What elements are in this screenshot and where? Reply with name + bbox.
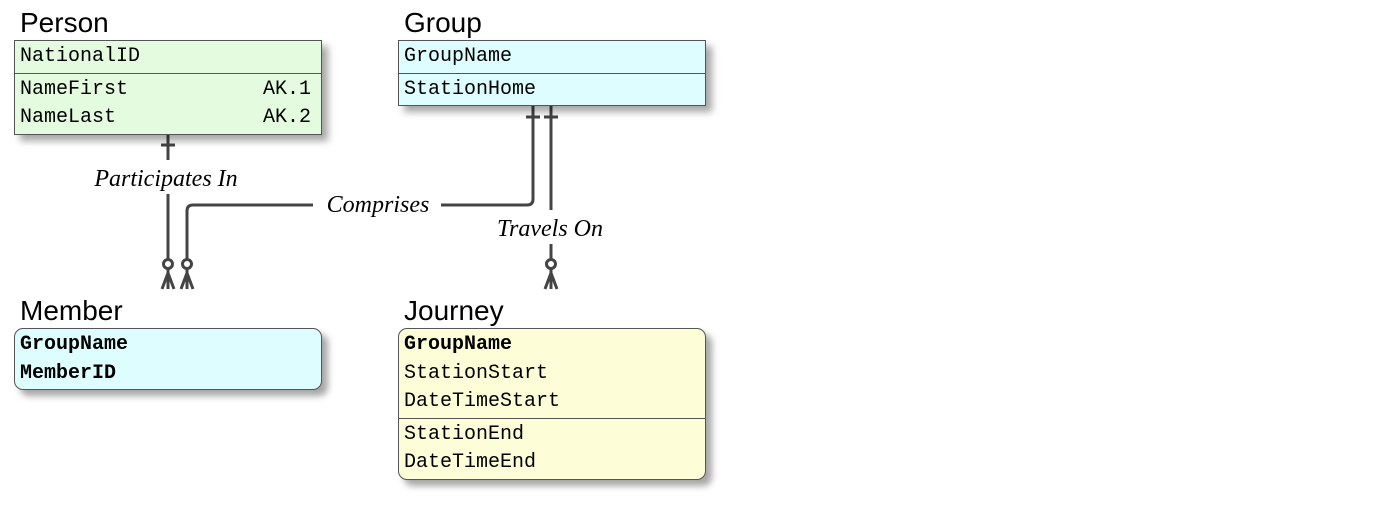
- member-entity[interactable]: GroupName MemberID: [14, 328, 322, 390]
- journey-attr-stationstart: StationStart: [404, 361, 549, 385]
- person-attribute-section: NameFirst AK.1 NameLast AK.2: [15, 72, 321, 134]
- journey-entity[interactable]: GroupName StationStart DateTimeStart Sta…: [398, 328, 706, 480]
- group-entity[interactable]: GroupName StationHome: [398, 40, 706, 106]
- group-entity-title: Group: [404, 7, 482, 38]
- comprises-zero-circle: [181, 258, 193, 270]
- member-key-section: GroupName MemberID: [15, 329, 321, 389]
- journey-attr-datetimeend: DateTimeEnd: [404, 451, 537, 474]
- journey-entity-title: Journey: [404, 295, 504, 326]
- comprises-line-left: [185, 203, 313, 260]
- journey-attr-stationend: StationEnd: [404, 422, 525, 446]
- group-key-section: GroupName: [399, 41, 705, 73]
- person-attr-namelast: NameLast AK.2: [15, 104, 321, 133]
- comprises-crowfoot: [179, 268, 195, 290]
- person-attr-namefirst: NameFirst AK.1: [15, 76, 321, 105]
- participates-in-crowfoot: [160, 268, 176, 290]
- travels-on-label: Travels On: [497, 216, 603, 242]
- person-entity[interactable]: NationalID NameFirst AK.1 NameLast AK.2: [14, 40, 322, 135]
- person-key-section: NationalID: [15, 41, 321, 73]
- member-attr-memberid: MemberID: [20, 361, 117, 385]
- comprises-line-right: [441, 99, 535, 207]
- journey-attribute-section: StationEnd DateTimeEnd: [399, 417, 705, 479]
- person-entity-title: Person: [20, 7, 109, 38]
- travels-on-crowfoot: [543, 268, 559, 290]
- member-entity-title: Member: [20, 295, 123, 326]
- travels-on-zero-circle: [545, 258, 557, 270]
- journey-key-section: GroupName StationStart DateTimeStart: [399, 329, 705, 418]
- participates-in-label: Participates In: [93, 166, 237, 192]
- participates-in-zero-circle: [162, 258, 174, 270]
- journey-attr-groupname: GroupName: [404, 333, 513, 356]
- group-attr-stationhome: StationHome: [404, 77, 537, 101]
- alternate-key-marker: AK.1: [262, 77, 311, 101]
- journey-attr-datetimestart: DateTimeStart: [404, 390, 561, 413]
- person-attr-nationalid: NationalID: [20, 45, 141, 68]
- comprises-label: Comprises: [327, 192, 430, 218]
- group-attr-groupname: GroupName: [404, 45, 513, 68]
- member-attr-groupname: GroupName: [20, 333, 129, 356]
- group-attribute-section: StationHome: [399, 72, 705, 106]
- alternate-key-marker: AK.2: [262, 106, 311, 129]
